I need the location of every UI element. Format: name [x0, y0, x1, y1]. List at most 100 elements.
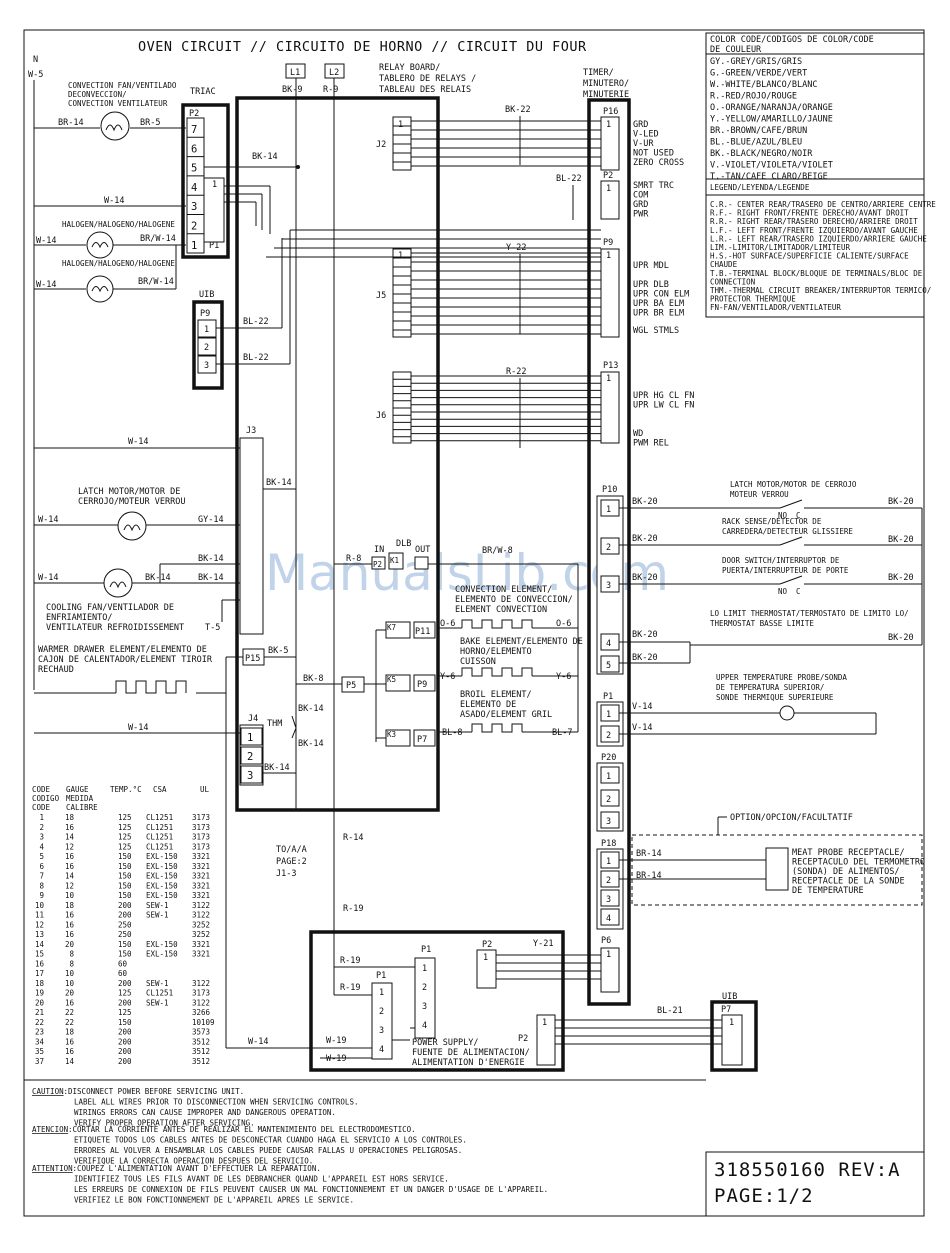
gauge-table-cell: 10 [65, 891, 75, 900]
wire-r19-label-3: R-19 [340, 983, 360, 993]
gauge-table-cell: 3 [40, 833, 45, 842]
gauge-table-cell: 15 [35, 950, 44, 959]
gauge-table-cell: 12 [65, 842, 74, 851]
gauge-table-cell: 8 [70, 950, 75, 959]
lo-limit-label-1: LO LIMIT THERMOSTAT/TERMOSTATO DE LIMITO… [710, 609, 909, 618]
meat-probe-receptacle [765, 847, 789, 891]
gauge-table-cell: 16 [65, 911, 75, 920]
wire-w19-label-1: W-19 [326, 1036, 346, 1046]
gauge-table-cell: 20 [65, 940, 75, 949]
gauge-table-cell: 35 [35, 1047, 44, 1056]
conv-elem-label-3: ELEMENT CONVECTION [455, 605, 547, 615]
gauge-table-cell: 125 [118, 842, 132, 851]
gauge-table-cell: 22 [35, 1018, 44, 1027]
timer-p20: P20 1 2 3 [596, 753, 624, 832]
wire-bk20-label-1: BK-20 [632, 497, 658, 507]
gauge-table-cell: 3512 [192, 1057, 210, 1066]
gauge-table-cell: 37 [35, 1057, 44, 1066]
gauge-table-cell: 23 [35, 1028, 44, 1037]
dlb-label: DLB [396, 539, 411, 549]
gauge-table-cell: 16 [65, 998, 75, 1007]
warmer-label-3: RECHAUD [38, 665, 74, 675]
latch-right-label-2: MOTEUR VERROU [730, 490, 789, 499]
timer-p6: P6 1 [600, 936, 620, 993]
legend-item: L.F.- LEFT FRONT/FRENTE IZQUIERDO/AVANT … [710, 226, 918, 235]
gauge-table-cell: 150 [118, 950, 132, 959]
gauge-table-cell: 10 [65, 979, 75, 988]
legend-item: LIM.-LIMITOR/LIMITADOR/LIMITEUR [710, 243, 850, 252]
svg-text:1: 1 [606, 710, 611, 720]
p2-pin-label: SMRT TRC [633, 181, 674, 191]
gauge-table-cell: 3573 [192, 1028, 210, 1037]
svg-text:1: 1 [606, 251, 611, 261]
p16-pin-label: NOT USED [633, 149, 674, 159]
l1-label: L1 [290, 68, 300, 78]
uib-label-right: UIB [722, 992, 737, 1002]
wire-bl7-label: BL-7 [552, 728, 572, 738]
timer-p9: P9 1 [600, 238, 620, 338]
p18-label: P18 [601, 839, 616, 849]
wire-o6-label-1: O-6 [440, 619, 455, 629]
k3-label: K3 [387, 730, 396, 739]
conv-fan-label-2: DECONVECCION/ [68, 90, 127, 99]
gauge-table-cell: 16 [65, 1047, 75, 1056]
gauge-table-cell: 200 [118, 901, 132, 910]
wire-w14-label-1: W-14 [104, 196, 124, 206]
rack-sense-label-2: CARREDERA/DETECTEUR GLISSIERE [722, 527, 853, 536]
gauge-table-cell: 3321 [192, 862, 210, 871]
gauge-table-cell: 125 [118, 813, 132, 822]
wire-bl22-label-2: BL-22 [243, 353, 269, 363]
color-code-item: R.-RED/ROJO/ROUGE [710, 92, 797, 102]
color-code-item: BL.-BLUE/AZUL/BLEU [710, 138, 802, 148]
wire-w14-label-2: W-14 [36, 236, 56, 246]
bake-elem-label-2: HORNO/ELEMENTO [460, 647, 532, 657]
latch-left-label-1: LATCH MOTOR/MOTOR DE [78, 487, 180, 497]
ps-p1-label-a: P1 [421, 945, 431, 955]
wire-bl22-label-3: BL-22 [556, 174, 582, 184]
gauge-table-cell: 3512 [192, 1037, 210, 1046]
neutral-label: N [33, 55, 38, 65]
svg-text:1: 1 [398, 120, 403, 130]
warmer-label-2: CAJON DE CALENTADOR/ELEMENT TIROIR [38, 655, 213, 665]
page-number: PAGE:1/2 [714, 1185, 814, 1207]
svg-text:4: 4 [422, 1021, 427, 1031]
color-code-item: BR.-BROWN/CAFE/BRUN [710, 126, 807, 136]
gauge-table-cell: 14 [65, 872, 75, 881]
svg-text:P2: P2 [373, 560, 382, 569]
wire-bk20-label-4: BK-20 [888, 535, 914, 545]
convection-element [461, 619, 533, 629]
gauge-table-cell: 12 [35, 920, 44, 929]
color-code-item: Y.-YELLOW/AMARILLO/JAUNE [710, 115, 833, 125]
gauge-table-cell: CL1251 [146, 833, 173, 842]
atencion-line: VERIFIQUE LA CORRECTA OPERACION DESPUES … [74, 1157, 313, 1166]
wire-brw8-label: BR/W-8 [482, 546, 513, 556]
dlb-in-label: IN [374, 545, 384, 555]
gauge-table-cell: 10109 [192, 1018, 215, 1027]
wire-o6-label-2: O-6 [556, 619, 571, 629]
color-code-item: O.-ORANGE/NARANJA/ORANGE [710, 103, 833, 113]
gauge-table-cell: EXL-150 [146, 891, 178, 900]
timer-p16: P16 1 [600, 107, 620, 171]
timer-p9-label: P9 [603, 238, 613, 248]
power-supply-label-2: FUENTE DE ALIMENTACION/ [412, 1048, 530, 1058]
triac-label: TRIAC [190, 87, 216, 97]
gauge-table-cell: 14 [65, 1057, 75, 1066]
triac-p2-label: P2 [189, 109, 199, 119]
gauge-table-cell: 22 [65, 1018, 74, 1027]
gauge-table-cell: SEW-1 [146, 911, 169, 920]
wire-bk22-label: BK-22 [505, 105, 531, 115]
meat-probe-label: RECEPTACULO DEL TERMOMETRO [792, 858, 925, 868]
legend-item: CHAUDE [710, 260, 738, 269]
power-supply-label-1: POWER SUPPLY/ [412, 1038, 479, 1048]
attention-line: :COUPEZ L'ALIMENTATION AVANT D'EFFECTUER… [73, 1164, 321, 1173]
legend-item: H.S.-HOT SURFACE/SUPERFICIE CALIENTE/SUR… [710, 252, 909, 261]
gauge-table-cell: 125 [118, 1008, 132, 1017]
svg-text:2: 2 [379, 1007, 384, 1017]
svg-text:1: 1 [542, 1018, 547, 1028]
attention-label: ATTENTION [32, 1164, 73, 1173]
meat-probe-label: RECEPTACLE DE LA SONDE [792, 877, 905, 887]
bake-elem-label-3: CUISSON [460, 657, 496, 667]
svg-text:1: 1 [606, 505, 611, 515]
gauge-table-cell: 60 [118, 969, 128, 978]
